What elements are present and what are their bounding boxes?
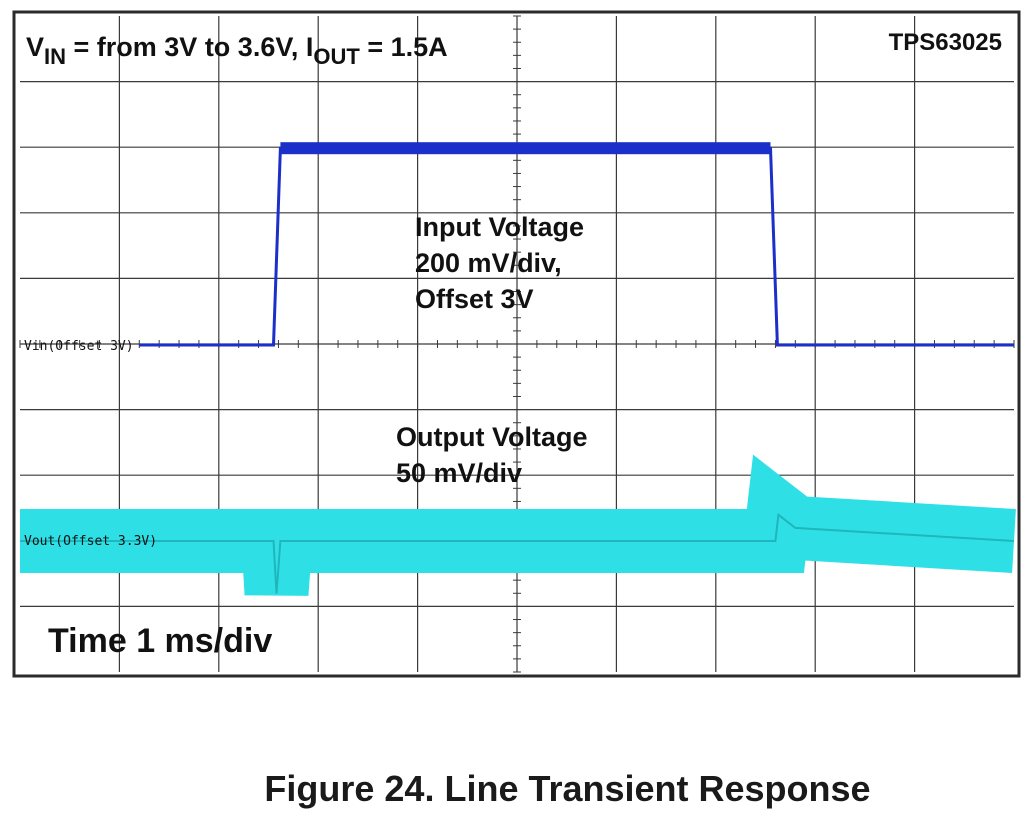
vout-channel-label: Vout(Offset 3.3V) — [24, 534, 157, 549]
time-scale-label: Time 1 ms/div — [48, 622, 272, 660]
vin-channel-label: Vin(Offset 3V) — [24, 339, 134, 354]
input-voltage-annotation-line-1: Input Voltage — [415, 212, 584, 242]
input-voltage-annotation-line-3: Offset 3V — [415, 284, 534, 314]
conditions-label: VIN = from 3V to 3.6V, IOUT = 1.5A — [26, 32, 448, 69]
output-voltage-annotation-line-1: Output Voltage — [396, 422, 587, 452]
vin-noise-band — [280, 142, 771, 155]
figure-caption: Figure 24. Line Transient Response — [264, 768, 871, 809]
device-label: TPS63025 — [889, 29, 1002, 56]
output-voltage-annotation-line-2: 50 mV/div — [396, 458, 522, 488]
traces — [20, 142, 1016, 596]
vout-trace — [20, 512, 1015, 594]
input-voltage-annotation-line-2: 200 mV/div, — [415, 248, 562, 278]
